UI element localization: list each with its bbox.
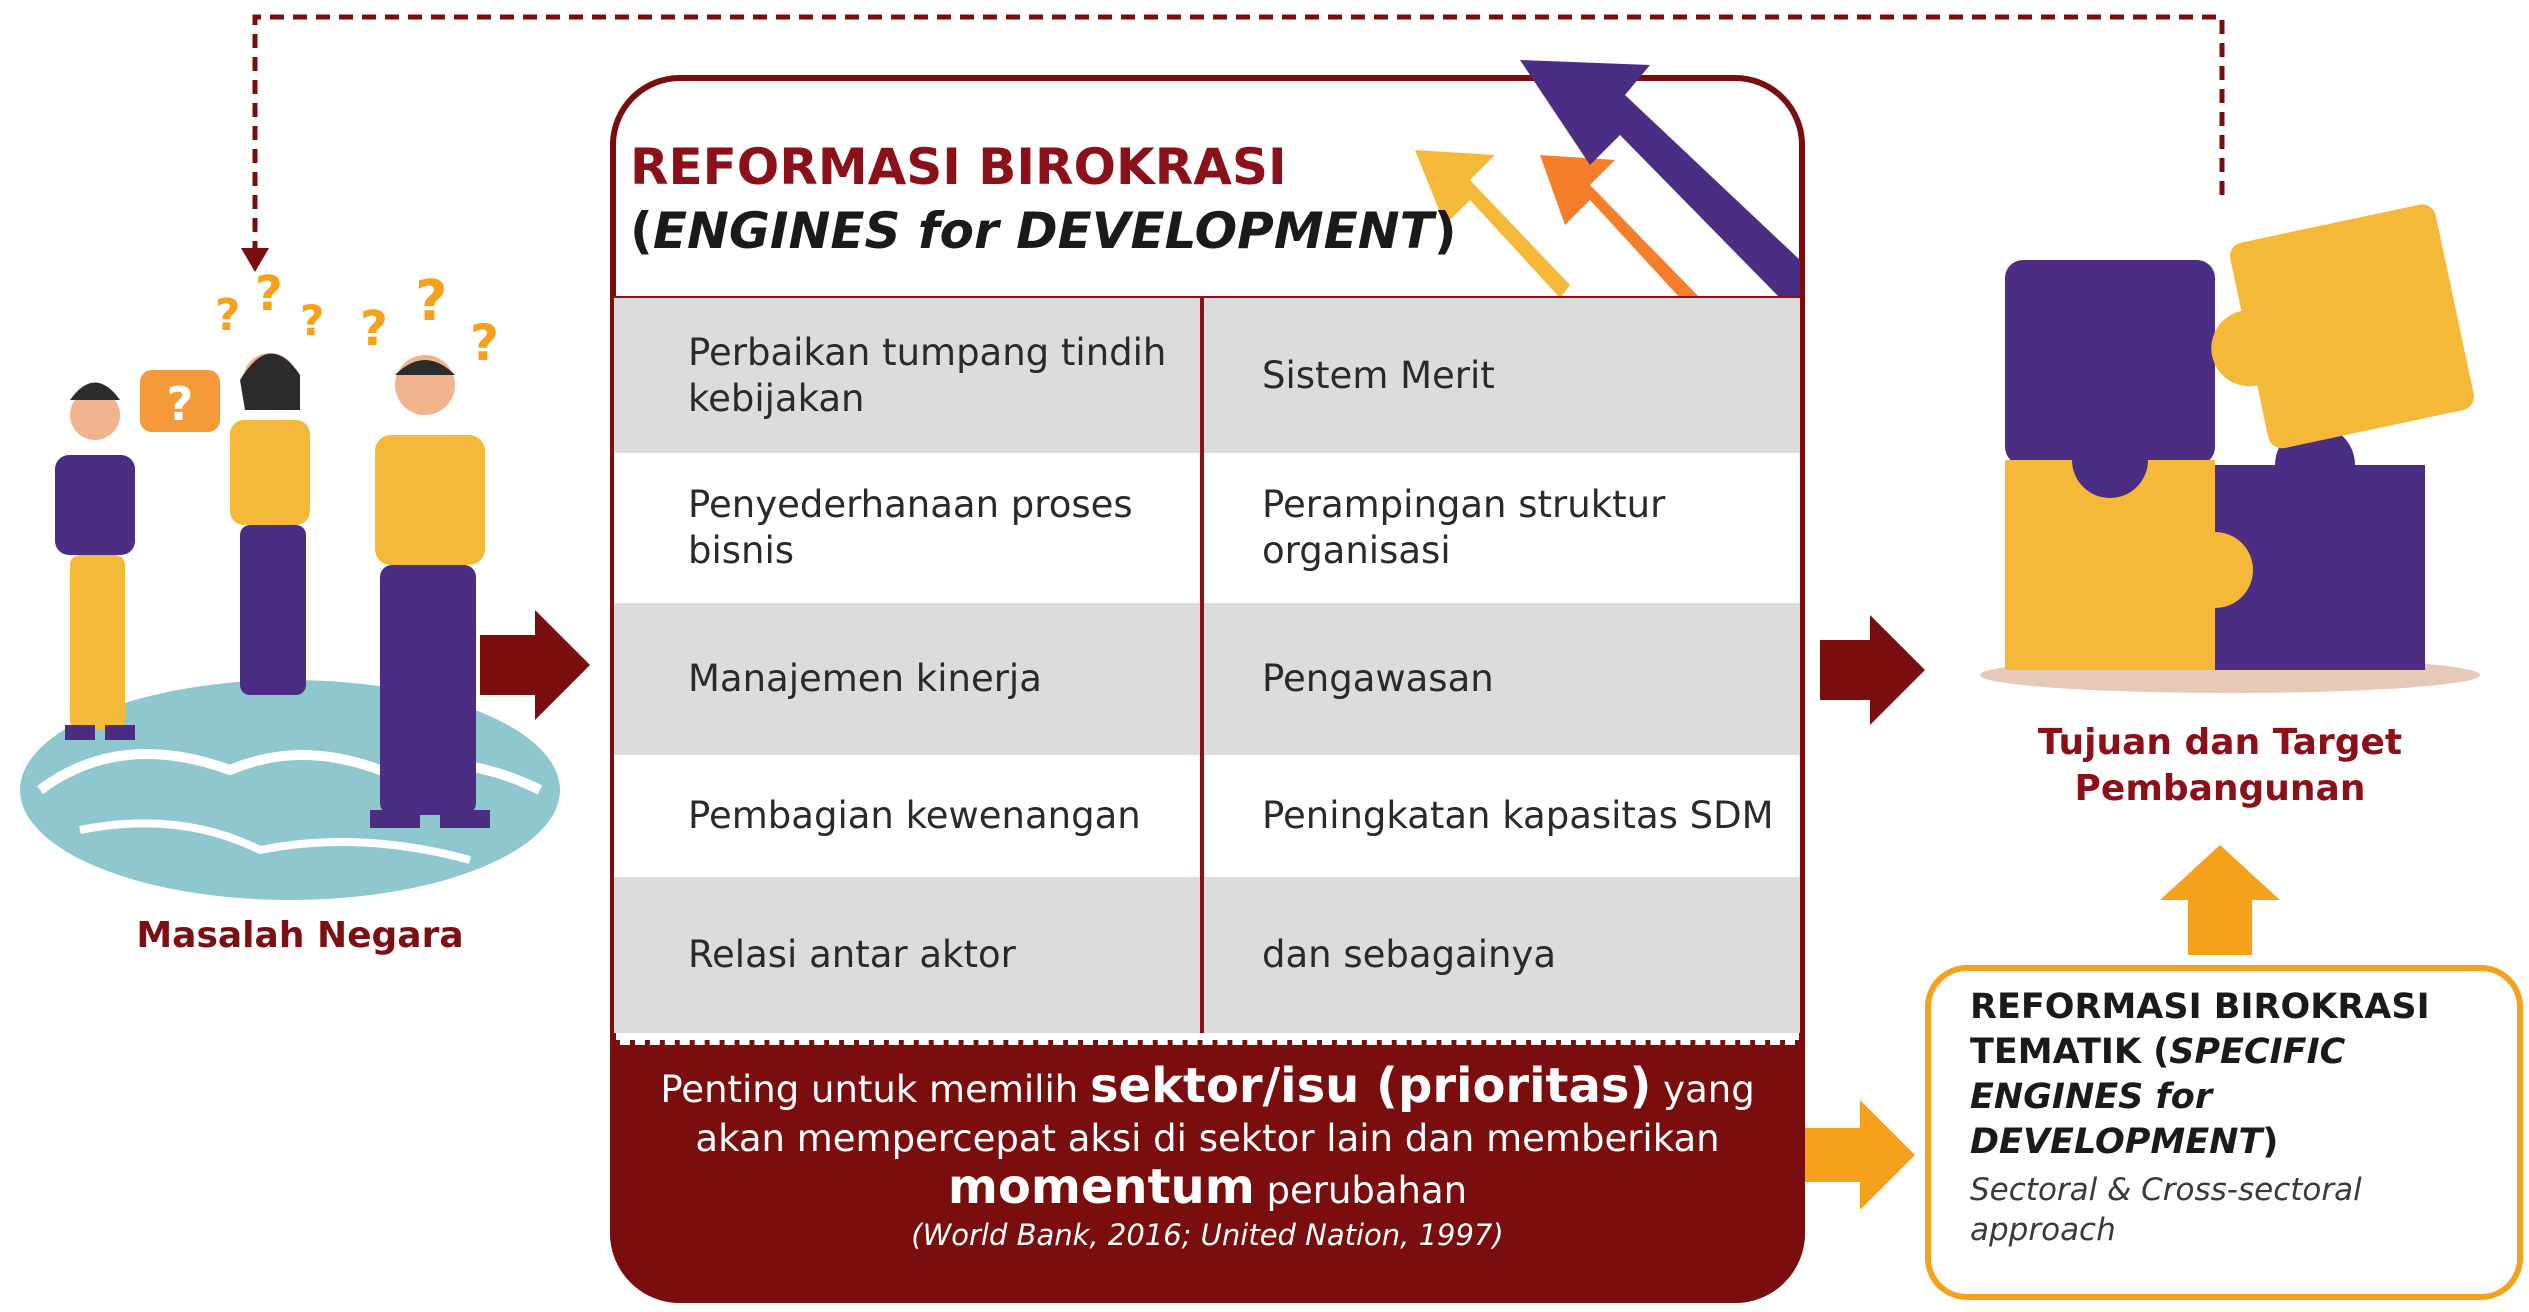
footer-emphasis: momentum [947, 1159, 1255, 1215]
arrow-up-icon [2160, 845, 2280, 955]
paren-open: ( [630, 202, 653, 260]
grid-row: Perbaikan tumpang tindih kebijakan Siste… [614, 298, 1800, 453]
footer-dashed-line [620, 1040, 1795, 1045]
arrow-right-icon [480, 610, 590, 720]
left-caption: Masalah Negara [136, 915, 464, 956]
grid-cell: Sistem Merit [1262, 353, 1495, 397]
grid-cell: Pembagian kewenangan [688, 794, 1141, 837]
puzzle-icon [1980, 204, 2480, 693]
grid-cell: Perampingan struktur organisasi [1262, 483, 1666, 572]
svg-text:?: ? [415, 270, 447, 334]
footer-text-part: Penting untuk memilih [660, 1068, 1090, 1111]
main-title: REFORMASI BIROKRASI (ENGINES for DEVELOP… [630, 135, 1457, 263]
reform-grid: Perbaikan tumpang tindih kebijakan Siste… [614, 298, 1800, 1033]
growth-arrows-icon [1415, 60, 1800, 298]
main-title-line2: (ENGINES for DEVELOPMENT) [630, 199, 1457, 263]
paren-close: ) [1433, 202, 1457, 260]
svg-text:?: ? [215, 290, 241, 341]
svg-text:?: ? [255, 270, 283, 322]
footer-text-part: perubahan [1254, 1169, 1468, 1212]
goal-label: Tujuan dan Target Pembangunan [2037, 722, 2403, 809]
confused-people-illustration: ? ? ? ? ? ? ? [20, 270, 560, 900]
thematic-title-part: REFORMASI BIROKRASI TEMATIK ( [1970, 987, 2430, 1072]
thematic-title: REFORMASI BIROKRASI TEMATIK (SPECIFIC EN… [1970, 985, 2510, 1165]
footer-text-part: yang akan mempercepat aksi di sektor lai… [695, 1068, 1755, 1160]
question-bubble-icon [140, 370, 220, 432]
svg-text:?: ? [360, 301, 388, 357]
priority-footer [610, 1040, 1805, 1303]
grid-row: Pembagian kewenangan Peningkatan kapasit… [614, 755, 1800, 877]
footer-emphasis: sektor/isu (prioritas) [1089, 1058, 1652, 1114]
thematic-title-italic: SPECIFIC ENGINES for DEVELOPMENT [1970, 1032, 2346, 1162]
arrow-right-icon [1820, 615, 1925, 725]
footer-citation: (World Bank, 2016; United Nation, 1997) [911, 1218, 1504, 1252]
grid-cell: Penyederhanaan proses bisnis [688, 483, 1133, 572]
grid-cell: Perbaikan tumpang tindih kebijakan [688, 330, 1167, 420]
main-title-line1: REFORMASI BIROKRASI [630, 138, 1287, 196]
grid-cell: Peningkatan kapasitas SDM [1262, 794, 1774, 837]
grid-cell: Relasi antar aktor [688, 933, 1016, 976]
grid-divider [1200, 298, 1204, 1033]
svg-text:?: ? [470, 314, 499, 372]
grid-cell: Manajemen kinerja [688, 657, 1042, 700]
svg-text:?: ? [167, 377, 194, 431]
question-marks-icon: ? ? ? ? ? ? [215, 270, 499, 372]
main-subtitle: ENGINES for DEVELOPMENT [652, 202, 1434, 260]
svg-text:?: ? [300, 296, 324, 345]
thematic-subtitle: Sectoral & Cross-sectoral approach [1970, 1172, 2362, 1248]
grid-cell: Pengawasan [1262, 657, 1494, 700]
thematic-title-part: ) [2262, 1122, 2279, 1162]
grid-row: Manajemen kinerja Pengawasan [614, 603, 1800, 755]
footer-text: Penting untuk memilih sektor/isu (priori… [610, 1062, 1805, 1215]
thematic-box [1925, 965, 2523, 1300]
arrow-right-orange-icon [1805, 1100, 1915, 1210]
grid-row: Penyederhanaan proses bisnis Perampingan… [614, 453, 1800, 603]
grid-cell: dan sebagainya [1262, 933, 1557, 976]
grid-row: Relasi antar aktor dan sebagainya [614, 877, 1800, 1033]
